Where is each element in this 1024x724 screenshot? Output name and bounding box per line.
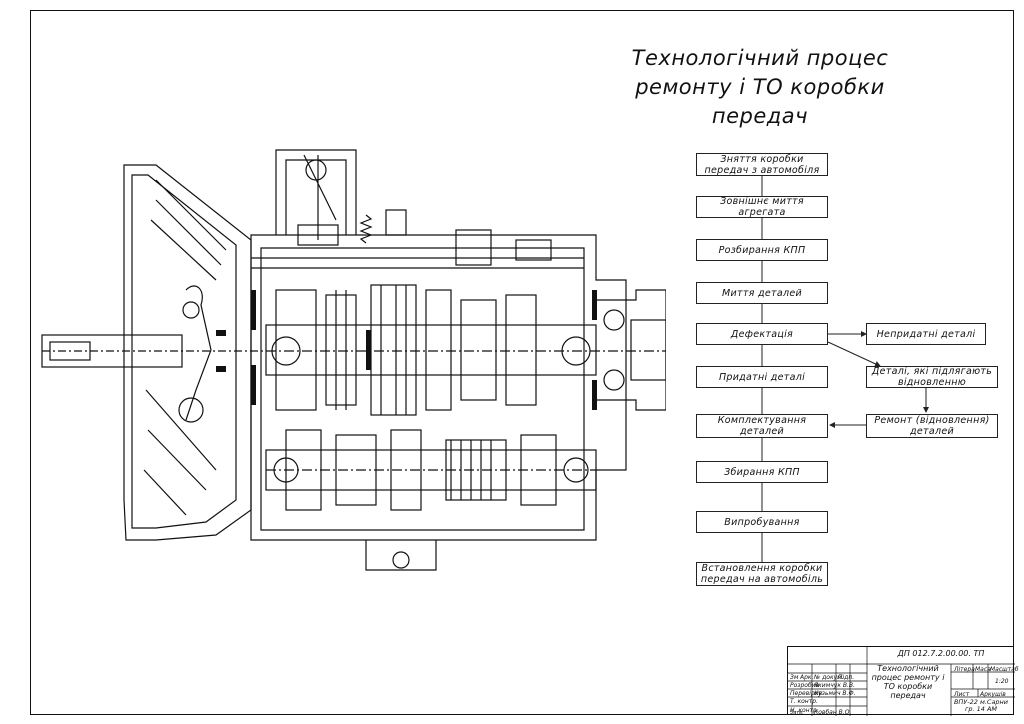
- stamp-header-change: Зм: [790, 674, 799, 681]
- title-block: Зм Арк. № докум. Підп. Розробив Якимчук …: [787, 646, 1019, 716]
- stamp-title: Технологічний процес ремонту і ТО коробк…: [871, 664, 945, 700]
- drawing-title: Технологічний процес ремонту і ТО коробк…: [600, 44, 920, 131]
- stamp-role-approved: Затв.: [790, 710, 804, 716]
- flow-step-disassembly: Розбирання КПП: [696, 239, 828, 261]
- flow-step-parts-wash: Миття деталей: [696, 282, 828, 304]
- stamp-name-checker: Кузьмич В.Ф.: [814, 690, 856, 697]
- flow-side-unusable-parts: Непридатні деталі: [866, 323, 986, 345]
- stamp-name-developer: Якимчук В.В.: [814, 682, 855, 689]
- stamp-role-developer: Розробив: [790, 682, 820, 689]
- title-line-3: передач: [711, 104, 809, 128]
- flow-step-external-wash: Зовнішнє миття агрегата: [696, 196, 828, 218]
- stamp-mass-label: Маса: [975, 666, 991, 673]
- stamp-header-sign: Підп.: [838, 674, 855, 681]
- flow-side-restorable-parts: Деталі, які підлягають відновленню: [866, 366, 998, 388]
- stamp-sheet-label: Лист: [954, 691, 970, 698]
- flow-step-kitting: Комплектування деталей: [696, 414, 828, 438]
- stamp-doc-number: ДП 012.7.2.00.00. ТП: [897, 649, 985, 658]
- stamp-scale-label: Масштаб: [990, 666, 1019, 673]
- title-line-1: Технологічний процес: [631, 46, 889, 70]
- stamp-name-approved: Ковбан В.О.: [814, 709, 852, 716]
- stamp-header-sheet: Арк.: [800, 674, 814, 681]
- stamp-role-norm-control: Н. контр.: [790, 707, 819, 714]
- title-line-2: ремонту і ТО коробки: [635, 75, 885, 99]
- flow-step-removal: Зняття коробки передач з автомобіля: [696, 153, 828, 176]
- flow-step-usable-parts: Придатні деталі: [696, 366, 828, 388]
- flow-side-repair: Ремонт (відновлення) деталей: [866, 414, 998, 438]
- stamp-header-docno: № докум.: [814, 674, 844, 681]
- stamp-sheets-label: Аркушів: [980, 691, 1006, 698]
- flow-step-testing: Випробування: [696, 511, 828, 533]
- stamp-scale-value: 1:20: [995, 678, 1009, 685]
- stamp-school: ВПУ-22 м.Сарни гр. 14 АМ: [953, 698, 1009, 713]
- flow-step-assembly: Збирання КПП: [696, 461, 828, 483]
- gearbox-section-drawing: [41, 149, 666, 571]
- stamp-role-checker: Перевірив: [790, 690, 823, 697]
- flow-step-installation: Встановлення коробки передач на автомобі…: [696, 562, 828, 586]
- stamp-role-tech-control: Т. контр.: [790, 698, 818, 705]
- flow-step-defect-inspection: Дефектація: [696, 323, 828, 345]
- stamp-litera-label: Літера: [954, 666, 975, 673]
- drawing-frame: [30, 10, 1014, 715]
- title-block-grid: [788, 647, 1015, 716]
